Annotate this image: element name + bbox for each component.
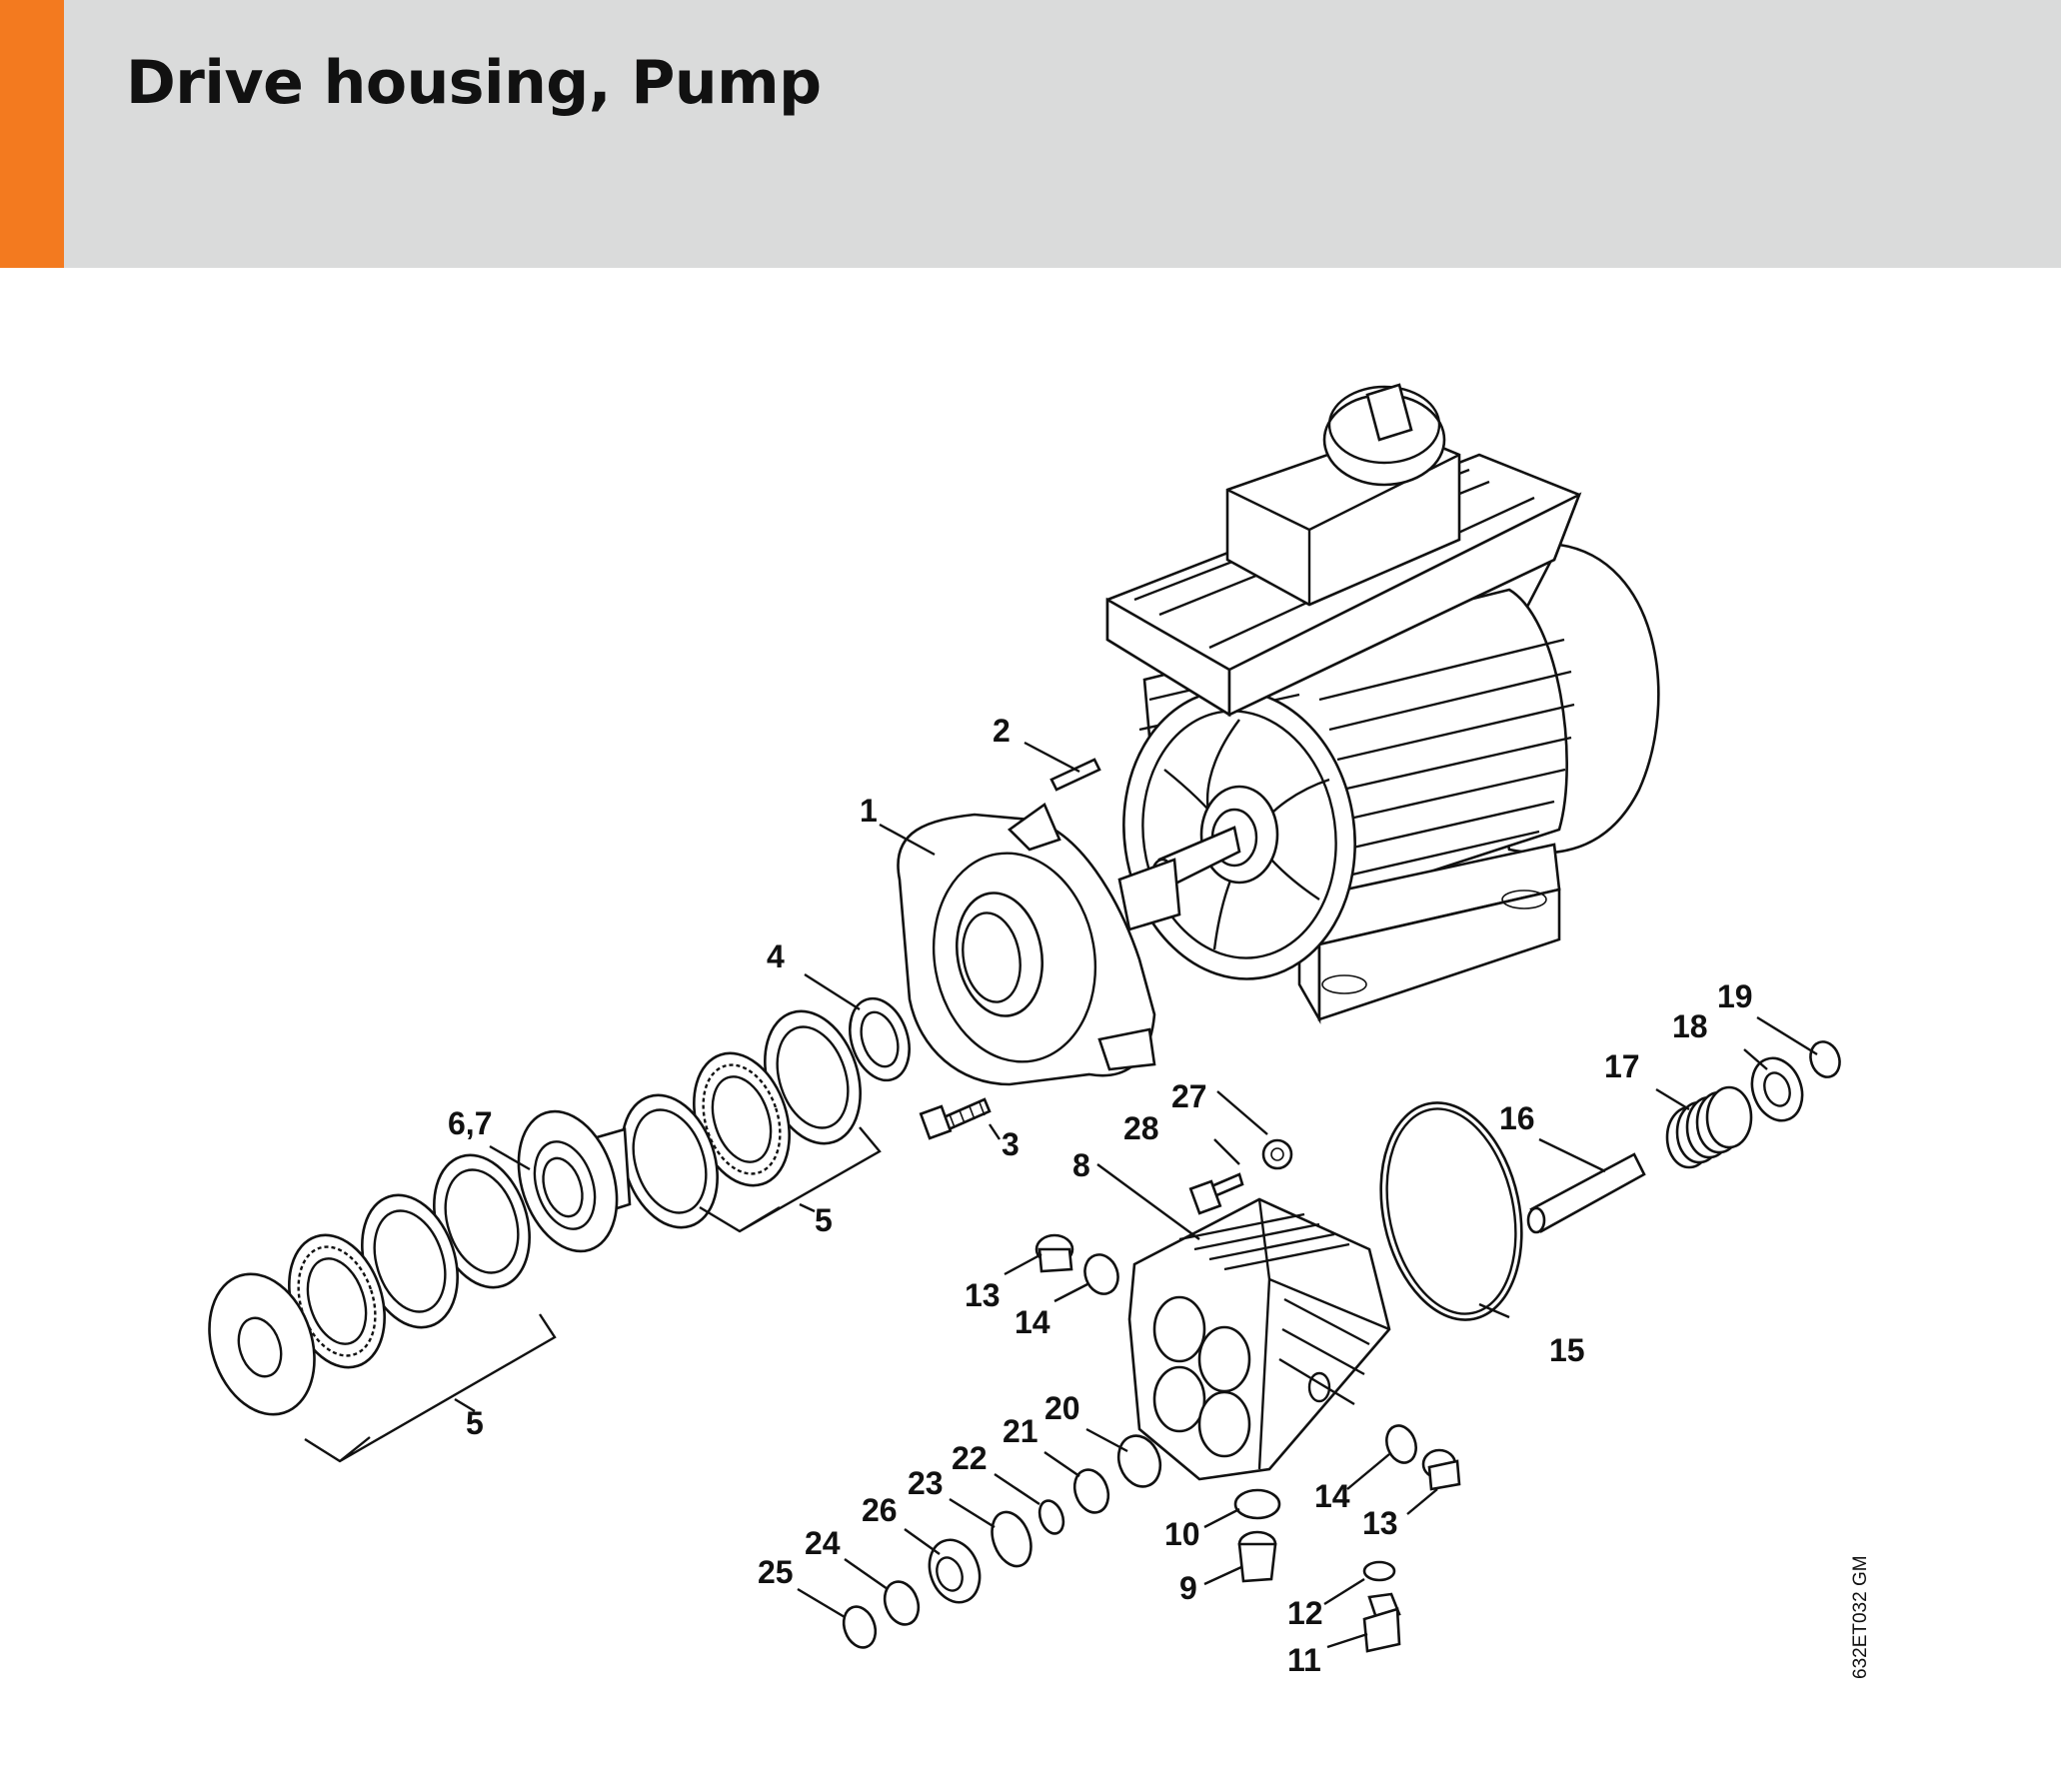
electric-motor	[1105, 383, 1660, 1024]
drive-housing-part-1	[897, 803, 1156, 1086]
valve-seat-part-20	[1116, 1434, 1162, 1488]
callout-17: 17	[1604, 1048, 1640, 1084]
callout-11: 11	[1287, 1642, 1321, 1678]
callout-25: 25	[758, 1554, 794, 1590]
seal-part-24	[883, 1580, 921, 1626]
o-ring-part-12	[1362, 1560, 1396, 1582]
plug-screw-part-13-right	[1421, 1448, 1461, 1491]
callout-22: 22	[952, 1440, 988, 1476]
valve-housing-part-26	[928, 1538, 982, 1604]
callout-26: 26	[862, 1492, 898, 1528]
callout-8: 8	[1072, 1147, 1090, 1183]
orange-accent-bar	[0, 0, 64, 268]
callout-27: 27	[1171, 1078, 1207, 1114]
spring-retainer-part-18	[1750, 1056, 1804, 1122]
spring-part-17	[1665, 1085, 1753, 1169]
leader-lines	[304, 741, 1818, 1649]
callout-28: 28	[1123, 1110, 1159, 1146]
callout-6-7: 6,7	[448, 1105, 492, 1141]
lock-washer-part-27	[1261, 1138, 1293, 1170]
o-ring-part-22	[1037, 1499, 1065, 1535]
callout-9: 9	[1179, 1570, 1197, 1606]
plug-part-9	[1237, 1530, 1277, 1583]
circlip-part-19	[1809, 1040, 1841, 1078]
callout-12: 12	[1287, 1595, 1323, 1631]
callout-3: 3	[1002, 1126, 1020, 1162]
o-ring-part-23	[991, 1510, 1032, 1568]
drawing-code: 632ET032 GM	[1850, 1555, 1871, 1679]
callout-13-left: 13	[965, 1277, 1001, 1313]
valve-part-21	[1072, 1468, 1110, 1514]
callout-13-right: 13	[1362, 1505, 1398, 1541]
valve-plug-part-11	[1362, 1592, 1401, 1653]
callout-19: 19	[1717, 978, 1753, 1014]
seal-ring-part-14-right	[1385, 1424, 1417, 1464]
ring-part-25	[842, 1605, 878, 1649]
seal-ring-part-10	[1233, 1488, 1281, 1520]
callout-14-right: 14	[1314, 1478, 1350, 1514]
callout-14-left: 14	[1015, 1304, 1050, 1340]
key-part-2	[1049, 758, 1101, 792]
callout-1: 1	[860, 793, 878, 829]
swash-plate-part-6-7	[517, 1109, 632, 1253]
o-ring-part-15	[1379, 1101, 1523, 1321]
page-title: Drive housing, Pump	[126, 48, 822, 118]
callout-5-upper: 5	[815, 1202, 833, 1238]
pump-head-part-8	[1127, 1197, 1391, 1481]
callout-4: 4	[767, 938, 785, 974]
hex-screw-part-3	[919, 1097, 992, 1140]
callout-24: 24	[805, 1525, 841, 1561]
callout-21: 21	[1003, 1413, 1038, 1449]
piston-pin-part-16	[1526, 1152, 1646, 1234]
callout-20: 20	[1044, 1390, 1080, 1426]
callout-16: 16	[1499, 1100, 1535, 1136]
plug-screw-part-13-left	[1034, 1233, 1074, 1273]
callouts: 1 2 3 4 5 5 6,7 8 9 10 11 12 13 13 14 14…	[448, 713, 1753, 1678]
callout-15: 15	[1549, 1332, 1585, 1368]
callout-23: 23	[908, 1465, 944, 1501]
thrust-bearing-set-lower-part-5	[208, 1153, 531, 1416]
header-band: Drive housing, Pump	[0, 0, 2061, 268]
shaft-seal-part-4	[849, 996, 911, 1082]
seal-ring-part-14-left	[1083, 1253, 1119, 1295]
callout-2: 2	[993, 713, 1011, 749]
socket-screw-part-28	[1188, 1172, 1244, 1215]
callout-5-lower: 5	[466, 1405, 484, 1441]
exploded-parts-diagram: 1 2 3 4 5 5 6,7 8 9 10 11 12 13 13 14 14…	[0, 268, 2061, 1787]
callout-10: 10	[1164, 1516, 1200, 1552]
callout-18: 18	[1672, 1008, 1708, 1044]
thrust-bearing-set-upper-part-5	[621, 1009, 862, 1229]
